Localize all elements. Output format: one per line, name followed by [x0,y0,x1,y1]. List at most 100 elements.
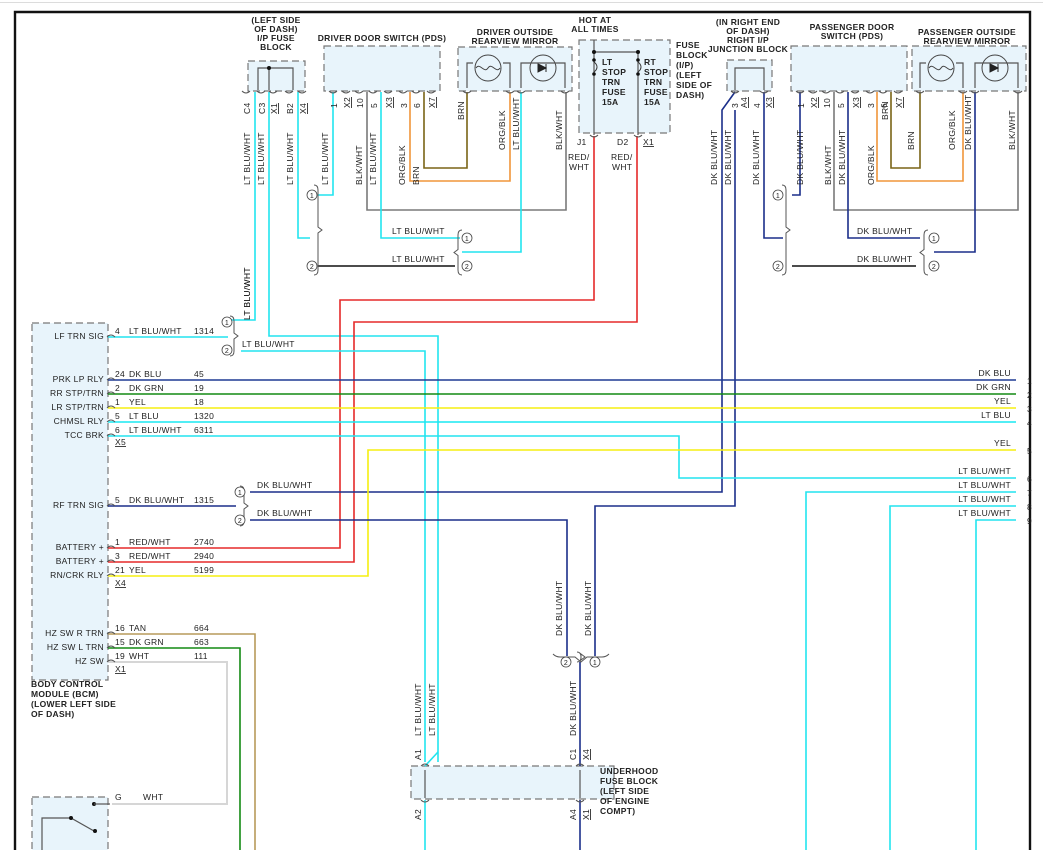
underhood-fuse-block-title: OF ENGINE [600,796,649,806]
splice-brace-lower [576,651,586,663]
bcm-pin-number: 16 [115,623,125,633]
driver-mirror-box[interactable] [457,46,573,92]
wire-lf-splice2[interactable] [241,350,426,762]
splice-brace-rf [239,485,249,527]
vertical-wire-label: LT BLU/WHT [511,97,521,150]
wire-underhood-a1-lt-blu-wht[interactable] [424,751,439,767]
vertical-wire-label: LT BLU/WHT [413,683,423,736]
splice-brace-underhood [552,653,610,663]
ip-fuse-pin-label: X1 [269,103,279,114]
splice-wire-label: DK BLU/WHT [857,254,912,264]
wire-ds6-brn[interactable] [423,92,468,169]
vertical-wire-label: ORG/BLK [947,110,957,150]
fuse-block-ip-title: BLOCK [676,50,708,60]
splice-num: 1 [238,490,242,497]
right-ip-junction-box[interactable] [726,59,773,92]
underhood-fuse-block-title: UNDERHOOD [600,766,658,776]
passenger-door-switch-box[interactable] [790,45,908,92]
bcm-circuit-number: 5199 [194,565,214,575]
wire-ds10-blk-wht[interactable] [366,92,567,211]
wire-hz-sw-wht[interactable] [108,661,228,805]
passenger-switch-pin-mark [821,90,831,94]
splice-wire-label: DK BLU/WHT [857,226,912,236]
page-top-rule [0,2,1043,3]
bcm-wire-color: LT BLU [129,411,159,421]
right-exit-color-label: DK BLU [978,368,1011,378]
wire-pmirror-dk-blu-wht[interactable] [934,92,976,253]
wire-fuse-j1-red-wht[interactable] [108,136,595,549]
wire-ip-c4-lt-blu-wht[interactable] [228,92,256,321]
bcm-wire-color: DK GRN [129,637,164,647]
passenger-switch-pin-mark [835,90,845,94]
wire-hz-l-trn-dk-grn[interactable] [108,647,241,850]
driver-mirror-pin-mark [462,90,472,94]
passenger-mirror-box[interactable] [911,45,1027,92]
ip-fuse-block-title: (LEFT SIDE [251,15,300,25]
passenger-switch-pin-label: 3 [866,103,876,108]
bcm-box[interactable] [31,322,109,681]
driver-switch-pin-label: 1 [329,103,339,108]
fuse-block-ip-title: (LEFT [676,70,702,80]
wire-ps10-blk-wht[interactable] [833,92,1019,211]
wire-rj4-dk-blu-wht[interactable] [594,110,736,656]
wire-rj-x3-dk-blu-wht[interactable] [763,92,783,239]
wire-ps5-dk-blu-wht[interactable] [847,92,920,239]
hazard-switch-box[interactable] [31,796,109,850]
vertical-wire-label: BRN [456,101,466,120]
wire-exit8-lt-blu-wht[interactable] [889,505,1016,850]
ip-fuse-block-box[interactable] [247,60,306,92]
splice-num-circle [234,514,246,526]
right-exit-number: 9 [1027,516,1032,526]
wire-exit7-lt-blu-wht[interactable] [805,491,1016,850]
right-exit-number: 7 [1027,488,1032,498]
vertical-wire-label: ORG/BLK [866,145,876,185]
vertical-wire-label: LT BLU/WHT [256,132,266,185]
vertical-wire-label: DK BLU/WHT [837,130,847,185]
ip-fuse-pin-label: X4 [298,103,308,114]
ip-fuse-pin-label: B2 [285,103,295,114]
passenger-switch-pin-mark [893,90,903,94]
bcm-pin-function: PRK LP RLY [53,374,104,384]
mirror-led-icon [529,54,557,82]
bcm-pin-mark [106,573,116,577]
fuse-block-pin-label: D2 [617,137,628,147]
bcm-pin-function: CHMSL RLY [54,416,104,426]
splice-brace-ps-right [919,229,929,276]
wire-rn-crk-yel[interactable] [108,449,1016,577]
wire-tcc-brk-lt-blu-wht[interactable] [108,435,1016,479]
wire-fuse-d2-red-wht[interactable] [108,136,638,563]
right-exit-color-label: LT BLU [981,410,1011,420]
driver-switch-pin-mark [398,90,408,94]
wire-rf-splice2[interactable] [250,519,568,656]
vertical-wire-label: DK BLU/WHT [723,130,733,185]
right-ip-junction-title: RIGHT I/P [727,35,769,45]
splice-num-circle [589,656,601,668]
driver-door-switch-box[interactable] [323,45,441,92]
wire-ds3-org-blk[interactable] [409,92,511,182]
bcm-wire-color: RED/WHT [129,551,171,561]
bcm-title: OF DASH) [31,709,74,719]
wire-ds1-lt-blu-wht[interactable] [318,92,334,196]
ip-fuse-internal-bus [257,66,294,90]
driver-switch-pin-mark [368,90,378,94]
underhood-pin-mark [420,763,430,767]
wire-ps1-dk-blu-wht[interactable] [792,92,801,196]
bcm-circuit-number: 19 [194,383,204,393]
bcm-title: MODULE (BCM) [31,689,99,699]
bcm-pin-function: LR STP/TRN [51,402,104,412]
wire-ps6-brn[interactable] [890,92,921,169]
right-ip-junction-title: JUNCTION BLOCK [708,44,789,54]
driver-switch-pin-mark [411,90,421,94]
wire-mirror-lt-blu-wht[interactable] [462,92,522,253]
bcm-circuit-number: 1315 [194,495,214,505]
fuse-block-ip-title: DASH) [676,90,704,100]
right-exit-color-label: YEL [994,438,1011,448]
wire-exit9-lt-blu-wht[interactable] [975,519,1016,850]
wire-rj3-dk-blu-wht[interactable] [250,91,736,493]
wire-ps3-org-blk[interactable] [876,92,964,182]
bcm-pin-mark [106,503,116,507]
wire-ip-b2-lt-blu-wht[interactable] [297,92,310,239]
wire-ds5-lt-blu-wht[interactable] [380,92,460,239]
wire-hz-r-trn-tan[interactable] [108,633,256,850]
underhood-fuse-block-box[interactable] [410,765,615,800]
